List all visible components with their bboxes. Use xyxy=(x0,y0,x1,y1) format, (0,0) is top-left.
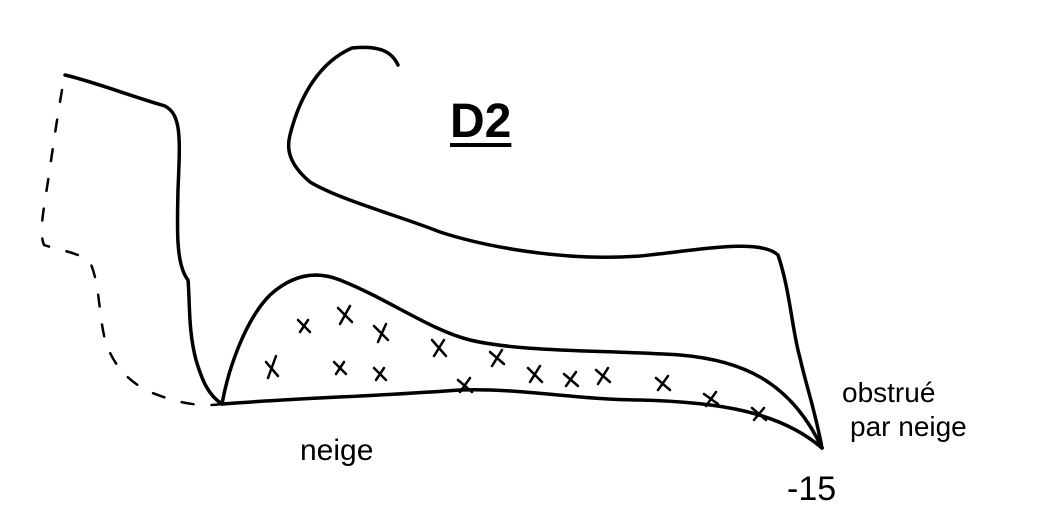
left-wall-outline xyxy=(63,73,224,406)
dashed-outline-left xyxy=(40,88,224,407)
snow-crosses xyxy=(264,304,768,422)
snow-cross xyxy=(526,364,544,384)
snow-cross xyxy=(456,376,474,394)
obstruction-label-line2: par neige xyxy=(850,410,967,442)
snow-cross xyxy=(488,348,506,368)
snow-label: neige xyxy=(300,434,374,467)
snow-cross xyxy=(750,406,768,422)
snow-cross xyxy=(594,366,612,386)
snow-cross xyxy=(336,304,354,326)
ceiling-outline xyxy=(286,45,824,450)
snow-cross xyxy=(372,322,390,344)
obstruction-label-line1: obstrué xyxy=(842,377,936,408)
snow-cone-outline xyxy=(220,273,824,450)
snow-cross xyxy=(430,338,448,358)
depth-label: -15 xyxy=(787,470,837,508)
snow-cross xyxy=(562,370,580,388)
snow-cross xyxy=(332,360,348,376)
snow-cross xyxy=(654,374,672,392)
snow-cross xyxy=(264,354,280,380)
snow-cross xyxy=(372,366,388,382)
floor-line xyxy=(220,388,824,450)
snow-cross xyxy=(296,318,312,334)
section-title: D2 xyxy=(450,95,512,148)
obstruction-label: obstrué par neige xyxy=(842,376,967,443)
snow-cross xyxy=(702,390,720,408)
